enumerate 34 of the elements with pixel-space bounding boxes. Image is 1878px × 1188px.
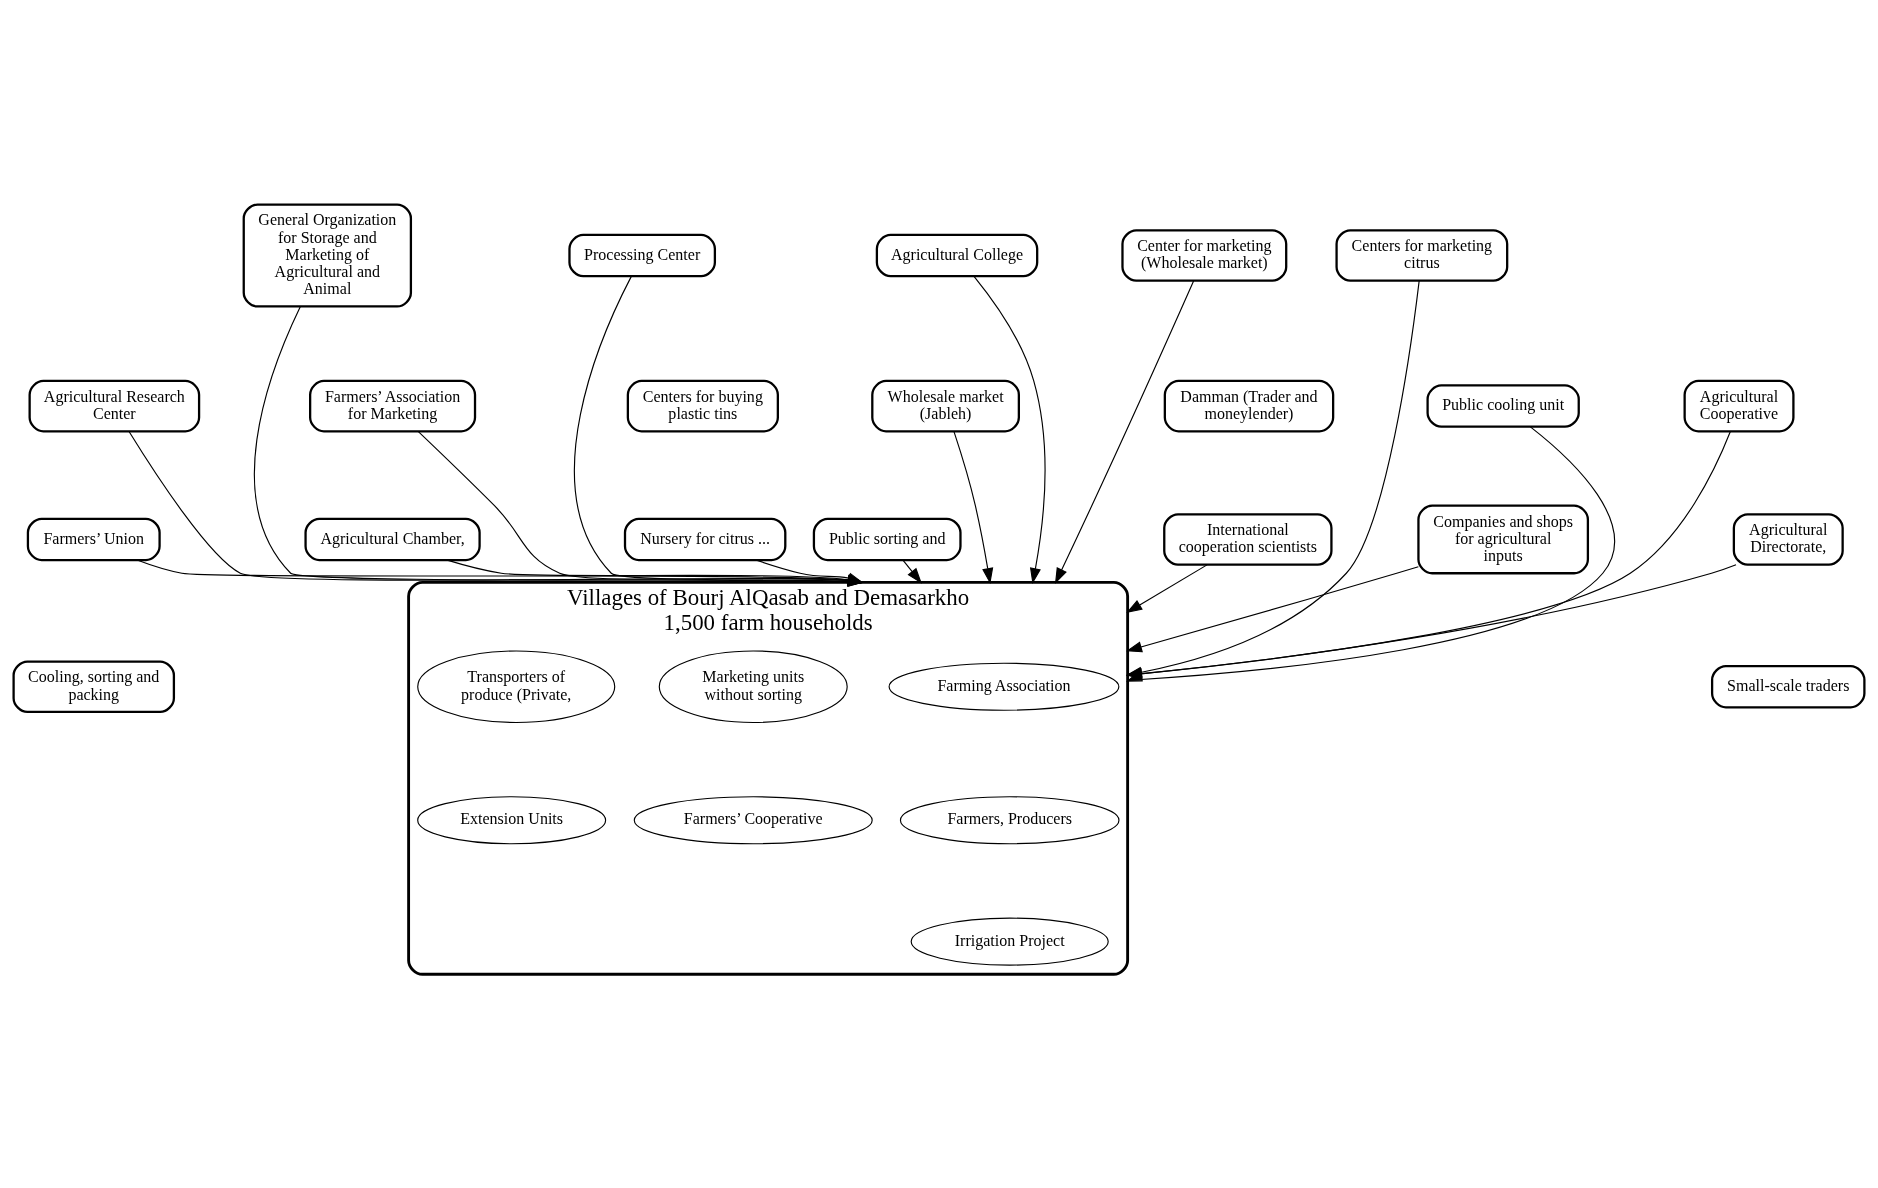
- node-box: Farmers’ Association for Marketing: [309, 379, 477, 433]
- node-ellipse: Marketing units without sorting: [658, 650, 848, 724]
- node-box: Agricultural College: [875, 233, 1039, 278]
- node-box: Agricultural Chamber,: [304, 517, 481, 562]
- arrow: [953, 431, 994, 585]
- node-box: Wholesale market (Jableh): [871, 379, 1020, 433]
- arrow: [902, 559, 922, 584]
- arrow: [1054, 280, 1195, 584]
- node-ellipse: Transporters of produce (Private,: [417, 650, 616, 724]
- node-box: Small-scale traders: [1710, 664, 1866, 709]
- node-box: Public sorting and: [812, 517, 962, 562]
- node-box: Agricultural Directorate,: [1732, 513, 1844, 566]
- node-ellipse: Irrigation Project: [910, 917, 1109, 966]
- node-box: Processing Center: [568, 233, 717, 278]
- node-box: Cooling, sorting and packing: [12, 660, 176, 714]
- node-box: Centers for buying plastic tins: [626, 379, 779, 433]
- arrow: [1126, 564, 1208, 613]
- node-box: Public cooling unit: [1426, 384, 1580, 428]
- node-box: General Organization for Storage and Marketing of Agricultural and Animal: [242, 203, 413, 308]
- arrow: [1125, 566, 1419, 653]
- node-box: Farmers’ Union: [26, 517, 161, 562]
- node-ellipse: Farmers, Producers: [899, 796, 1120, 845]
- node-box: Agricultural Cooperative: [1683, 379, 1795, 433]
- node-ellipse: Farmers’ Cooperative: [633, 796, 873, 845]
- node-ellipse: Farming Association: [888, 662, 1120, 711]
- node-box: Centers for marketing citrus: [1335, 229, 1509, 282]
- node-box: Companies and shops for agricultural inputs: [1417, 504, 1590, 575]
- node-box: Nursery for citrus ...: [623, 517, 787, 562]
- node-box: Center for marketing (Wholesale market): [1121, 229, 1288, 282]
- arrow: [973, 275, 1046, 585]
- node-ellipse: Extension Units: [417, 796, 607, 845]
- node-box: Damman (Trader and moneylender): [1163, 379, 1335, 433]
- node-box: International cooperation scientists: [1163, 513, 1333, 566]
- node-box: Agricultural Research Center: [28, 379, 201, 433]
